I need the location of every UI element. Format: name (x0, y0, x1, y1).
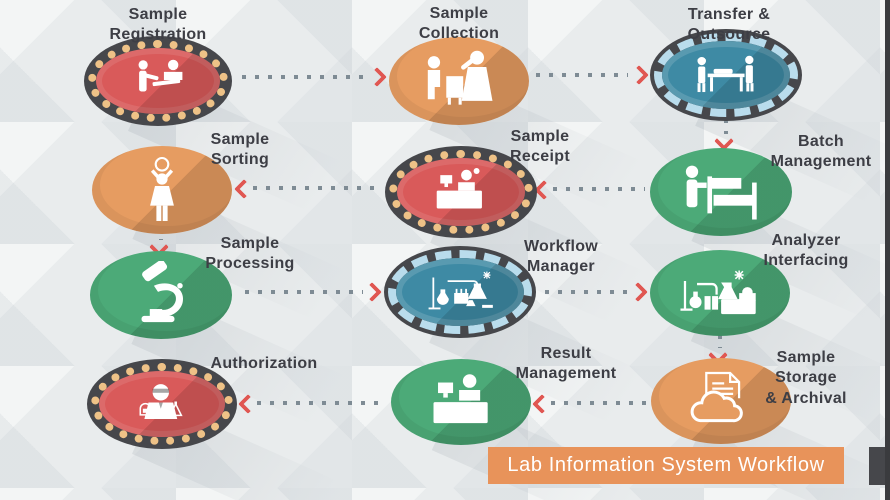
label-sample-processing: Sample Processing (205, 235, 295, 273)
result-desk-icon (433, 374, 489, 424)
arrowhead-icon (367, 67, 387, 87)
label-sample-storage-archival: Sample Storage & Archival (765, 349, 847, 407)
node-batch-management (650, 148, 890, 343)
label-sample-sorting: Sample Sorting (210, 131, 270, 169)
arrow-line-collection-to-transfer (536, 73, 628, 77)
overhead-inspection-icon (150, 156, 174, 221)
node-sample-sorting (92, 146, 385, 341)
node-sample-processing (90, 251, 384, 446)
label-sample-registration: Sample Registration (109, 6, 207, 44)
node-sample-receipt (385, 146, 684, 345)
batch-rack-icon (685, 165, 757, 220)
node-ring (391, 359, 531, 445)
arrow-line-workflow-to-analyzer (545, 290, 629, 294)
node-sample-registration (84, 36, 381, 233)
arrowhead-icon (629, 65, 649, 85)
arrowhead-icon (532, 394, 552, 414)
node-ring (389, 37, 529, 125)
arrow-line-transfer-to-batch (724, 119, 728, 134)
label-workflow-manager: Workflow Manager (523, 238, 599, 276)
chemistry-set-icon (429, 271, 494, 310)
label-authorization: Authorization (210, 355, 318, 372)
arrow-line-receipt-to-sorting (253, 186, 379, 190)
node-workflow-manager (384, 246, 683, 445)
node-sample-collection (389, 37, 682, 232)
arrow-line-registration-to-collection (242, 75, 366, 79)
reception-counter-icon (437, 168, 483, 209)
label-analyzer-interfacing: Analyzer Interfacing (763, 232, 849, 270)
arrow-line-storage-to-result (551, 401, 647, 405)
node-ring (650, 29, 802, 121)
title-banner-text: Lab Information System Workflow (507, 454, 825, 476)
handover-table-icon (698, 55, 754, 93)
registration-desk-icon (138, 59, 183, 92)
right-edge-strip (885, 0, 890, 500)
label-result-management: Result Management (515, 345, 617, 383)
node-ring (90, 251, 232, 339)
node-analyzer-interfacing (650, 250, 890, 443)
scientist-flask-icon (139, 383, 183, 419)
label-sample-collection: Sample Collection (418, 5, 500, 43)
microscope-icon (141, 260, 184, 322)
node-ring (87, 359, 237, 449)
node-ring (385, 146, 537, 238)
arrow-line-batch-to-receipt (553, 187, 645, 191)
node-result-management (391, 359, 684, 500)
arrow-line-result-to-authorization (257, 401, 383, 405)
banner-end-block (869, 447, 886, 485)
title-banner: Lab Information System Workflow (488, 447, 844, 484)
label-batch-management: Batch Management (770, 133, 872, 171)
node-ring (651, 358, 791, 444)
node-ring (650, 148, 792, 236)
node-authorization (87, 359, 385, 500)
label-transfer-outsource: Transfer & Outsource (687, 6, 771, 44)
label-sample-receipt: Sample Receipt (510, 128, 570, 166)
arrow-line-analyzer-to-storage (718, 335, 722, 348)
node-ring (84, 36, 232, 126)
cloud-document-icon (690, 372, 743, 423)
node-transfer-outsource (650, 29, 890, 228)
node-ring (384, 246, 536, 338)
analyzer-machine-icon (680, 270, 757, 315)
node-ring (92, 146, 232, 234)
node-ring (650, 250, 790, 336)
blood-draw-icon (428, 50, 493, 105)
arrow-line-processing-to-workflow (245, 290, 363, 294)
node-sample-storage-archival (651, 358, 890, 500)
